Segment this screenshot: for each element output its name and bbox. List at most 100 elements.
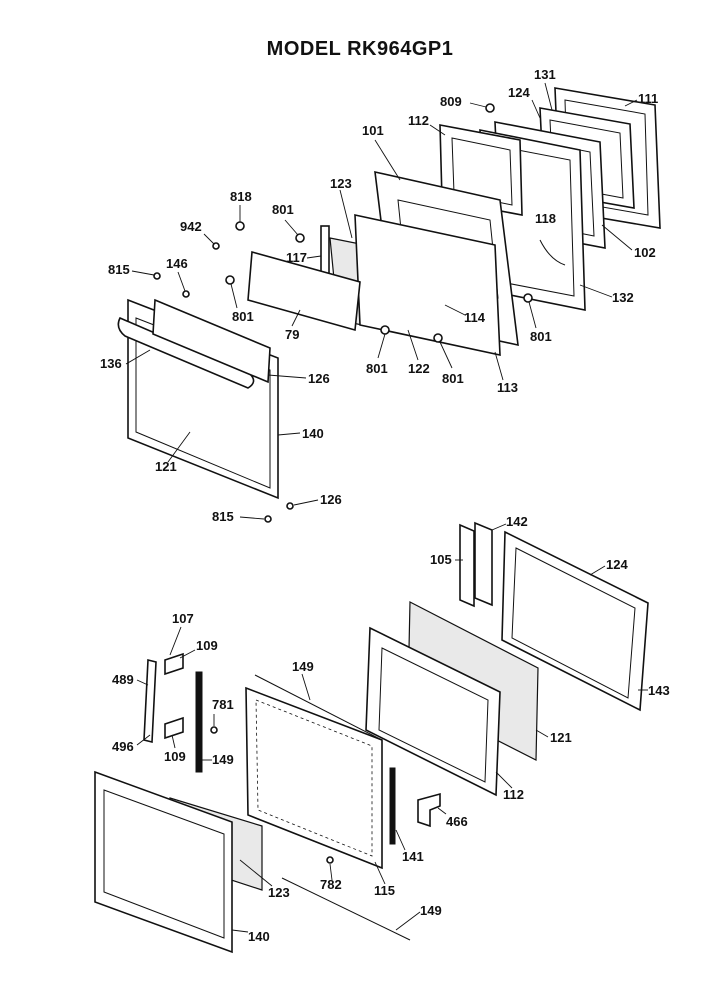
label-123-upper: 123 [330,176,352,191]
label-111: 111 [638,91,659,106]
label-102: 102 [634,245,656,260]
label-489: 489 [112,672,134,687]
leader-124b [589,565,606,576]
part-141-seal [389,767,396,845]
part-142-bracket [474,521,493,607]
part-140-lower-door [94,770,233,954]
label-801-a: 801 [272,202,294,217]
label-140-lower: 140 [248,929,270,944]
screw-801c [523,293,533,303]
part-112-liner-inner [451,137,513,206]
leader-121a [167,431,191,463]
label-105: 105 [430,552,452,567]
label-141: 141 [402,849,424,864]
screw-801e [433,333,443,343]
leader-801e [439,341,453,369]
part-109-hinge-bottom [164,716,184,740]
leader-123a [339,189,353,239]
label-466: 466 [446,814,468,829]
label-118: 118 [535,211,556,226]
label-140-upper: 140 [302,426,324,441]
leader-112b [495,771,513,789]
label-79: 79 [285,327,300,342]
label-126-upper-a: 126 [308,371,330,386]
part-112-frame [365,626,501,797]
leader-496 [136,734,151,746]
label-801-d: 801 [366,361,388,376]
screw-818 [235,221,245,231]
leader-149a [301,673,311,701]
leader-112a [429,124,446,136]
label-815-lower: 815 [212,509,234,524]
label-801-b: 801 [232,309,254,324]
leader-489 [136,679,149,686]
part-466-clip [417,792,441,828]
label-109-top: 109 [196,638,218,653]
label-809: 809 [440,94,462,109]
part-124-frame [501,530,649,712]
part-140-lower-door-inner [103,789,225,939]
leader-109b [171,734,176,749]
label-109-bottom: 109 [164,749,186,764]
part-149-seal-side [195,671,203,773]
label-149-bottom: 149 [420,903,442,918]
leader-111 [624,99,638,107]
leader-123b [239,859,273,887]
screw-942 [212,242,220,250]
leader-132 [579,284,613,298]
label-117: 117 [286,250,307,265]
screw-801d [380,325,390,335]
label-101: 101 [362,123,384,138]
leader-121b [535,729,549,738]
leader-782 [329,863,333,881]
label-107: 107 [172,611,194,626]
leader-815b [239,516,265,520]
part-105-bracket [459,523,475,608]
label-126-upper-b: 126 [320,492,342,507]
label-132: 132 [612,290,634,305]
leader-107 [169,626,182,656]
leader-122 [407,329,419,361]
part-109-hinge-top [164,652,184,676]
leader-126a [267,374,307,379]
leader-149c [395,911,421,931]
screw-815b [264,515,272,523]
leader-466 [437,807,447,815]
leader-131 [544,82,553,111]
leader-140b [231,929,249,933]
label-782: 782 [320,877,342,892]
label-122: 122 [408,361,430,376]
label-131: 131 [534,67,556,82]
label-496: 496 [112,739,134,754]
label-143: 143 [648,683,670,698]
leader-114 [444,304,466,316]
label-115: 115 [374,883,395,898]
leader-942 [203,233,215,245]
part-118-handle-curve [539,239,566,266]
part-136-handle [117,316,255,389]
leader-142 [491,523,507,531]
label-815-upper: 815 [108,262,130,277]
part-149-seal-top [254,674,383,741]
leader-126b [293,499,319,506]
part-112-frame-inner [378,647,489,783]
label-136: 136 [100,356,122,371]
screw-815a [153,272,161,280]
label-149-top: 149 [292,659,314,674]
leader-101 [374,139,401,181]
label-123-lower: 123 [268,885,290,900]
part-489-hinge [143,658,157,744]
label-112-upper: 112 [408,113,429,128]
leader-115 [374,861,386,885]
screw-809 [485,103,495,113]
leader-102 [601,224,633,251]
label-146: 146 [166,256,188,271]
leader-117 [306,255,322,259]
leader-136 [125,349,151,365]
leader-809 [469,102,487,108]
label-818: 818 [230,189,252,204]
label-124-upper: 124 [508,85,530,100]
screw-782 [326,856,334,864]
